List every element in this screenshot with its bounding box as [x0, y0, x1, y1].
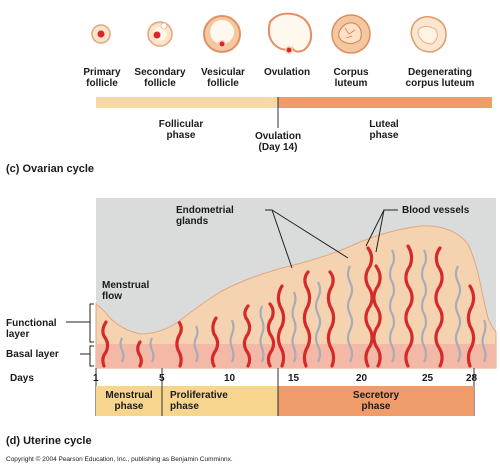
endometrial-glands-label: Endometrial glands [176, 205, 234, 227]
copyright-notice: Copyright © 2004 Pearson Education, Inc.… [6, 456, 233, 463]
day-tick-25: 25 [422, 373, 434, 384]
day-tick-28: 28 [466, 373, 478, 384]
basal-layer-label: Basal layer [6, 349, 59, 360]
stage-label-vesicular-follicle: Vesicular follicle [201, 67, 245, 89]
leader-lines [66, 209, 398, 355]
vessels-and-glands [101, 244, 487, 368]
secretory-phase-label: Secretory phase [352, 390, 400, 412]
proliferative-phase-bar [162, 386, 278, 416]
day-tick-20: 20 [356, 373, 368, 384]
secretory-phase-bar [278, 386, 474, 416]
stage-label-ovulation: Ovulation [263, 67, 311, 78]
days-label: Days [10, 373, 34, 384]
day-tick-15: 15 [288, 373, 300, 384]
ovulation-day-label: Ovulation (Day 14) [254, 131, 302, 153]
follicular-phase-bar [96, 97, 278, 108]
menstrual-phase-bar [96, 386, 162, 416]
stage-label-secondary-follicle: Secondary follicle [134, 67, 186, 89]
ovulation-drawing [267, 12, 313, 54]
blood-vessels-label: Blood vessels [402, 205, 470, 216]
degenerating-corpus-luteum-drawing [410, 15, 447, 53]
secondary-follicle-drawing [147, 21, 173, 47]
luteal-phase-label: Luteal phase [369, 119, 399, 141]
layer-brackets [89, 303, 94, 367]
menstrual-flow-label: Menstrual flow [102, 280, 150, 302]
corpus-luteum-drawing [331, 14, 371, 54]
luteal-phase-bar [278, 97, 492, 108]
proliferative-phase-label: Proliferative phase [170, 390, 228, 412]
stage-label-degenerating-corpus-luteum: Degenerating corpus luteum [405, 67, 475, 89]
vesicular-follicle-drawing [203, 15, 241, 53]
primary-follicle-drawing [91, 24, 111, 44]
stage-label-corpus-luteum: Corpus luteum [333, 67, 369, 89]
stage-label-primary-follicle: Primary follicle [83, 67, 121, 89]
follicular-phase-label: Follicular phase [158, 119, 204, 141]
day-tick-5: 5 [159, 373, 165, 384]
day-tick-10: 10 [224, 373, 236, 384]
uterine-cycle-caption: (d) Uterine cycle [6, 435, 92, 447]
menstrual-phase-label: Menstrual phase [105, 390, 153, 412]
functional-layer-label: Functional layer [6, 318, 57, 340]
day-tick-1: 1 [93, 373, 99, 384]
ovarian-cycle-caption: (c) Ovarian cycle [6, 163, 95, 175]
